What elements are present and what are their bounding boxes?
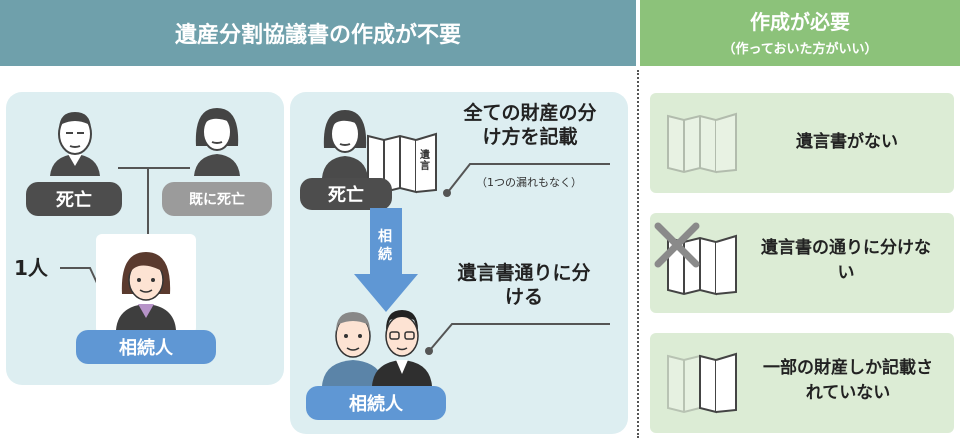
header-left-title: 遺産分割協議書の作成が不要 (0, 0, 636, 66)
needed-case-no-will (650, 93, 954, 193)
heir-badge: 相続人 (76, 330, 216, 364)
already-deceased-badge: 既に死亡 (162, 182, 272, 216)
heirs-badge: 相続人 (306, 386, 446, 420)
heir-older-man-icon (322, 312, 384, 386)
will-all-assets-text: 全ての財産の分け方を記載 (463, 102, 597, 148)
inheritance-arrow-label: 相続 (378, 229, 392, 263)
needed-case-not-per-will-text: 遺言書の通りに分けない (761, 238, 931, 283)
header-right-subtitle: （作っておいた方がいい） (722, 42, 878, 57)
section-divider (637, 70, 639, 438)
cross-mark-icon (654, 222, 700, 268)
testator-woman-icon (322, 110, 368, 178)
will-panel-lines (425, 163, 610, 355)
needed-case-no-will-text: 遺言書がない (796, 132, 898, 152)
will-doc-label: 遺言 (420, 150, 430, 172)
deceased-badge: 死亡 (26, 182, 122, 216)
header-right: 作成が必要 （作っておいた方がいい） (640, 0, 960, 66)
heir-count-label: 1人 (14, 256, 48, 280)
split-per-will-text: 遺言書通りに分ける (457, 262, 591, 308)
partial-will-icon (667, 352, 737, 414)
heir-woman-icon (116, 252, 176, 330)
deceased-man-icon (50, 112, 100, 176)
deceased-woman-icon (194, 108, 240, 176)
will-no-omission-note: （1つの漏れもなく） (476, 176, 582, 189)
inheritance-arrow (354, 208, 418, 312)
faded-will-icon (667, 112, 737, 174)
heir-young-man-icon (372, 310, 432, 386)
needed-case-partial-will-text: 一部の財産しか記載されていない (763, 358, 933, 403)
header-right-title: 作成が必要 (750, 10, 850, 34)
testator-deceased-badge: 死亡 (300, 178, 392, 210)
